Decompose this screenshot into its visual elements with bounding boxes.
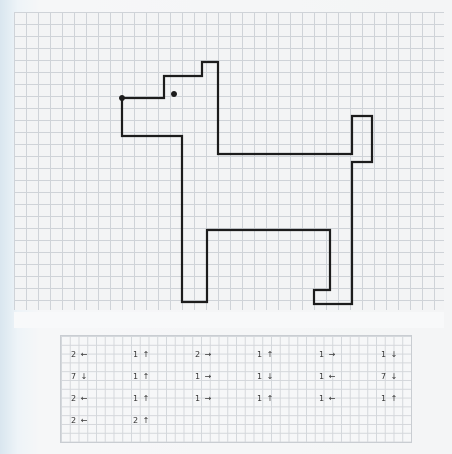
- start-dot: [119, 95, 125, 101]
- instruction-cell: 1 ↑: [133, 368, 195, 390]
- instruction-cell: [257, 412, 319, 434]
- dog-drawing: [14, 12, 444, 310]
- instruction-cell: 1 ↑: [381, 390, 443, 412]
- instruction-cell: [319, 412, 381, 434]
- instruction-cell: 2 ←: [71, 346, 133, 368]
- instruction-cell: [195, 412, 257, 434]
- instruction-cell: 1 ↑: [133, 390, 195, 412]
- instruction-cell: 2 ↑: [133, 412, 195, 434]
- instruction-cell: [381, 412, 443, 434]
- instruction-cell: 2 →: [195, 346, 257, 368]
- instruction-cell: 1 ↑: [257, 346, 319, 368]
- instruction-cell: 7 ↓: [381, 368, 443, 390]
- instruction-cell: 1 ←: [319, 390, 381, 412]
- graph-paper: [14, 12, 444, 310]
- instruction-cell: 7 ↓: [71, 368, 133, 390]
- instructions-table: 2 ← 1 ↑ 2 → 1 ↑ 1 → 1 ↓ 7 ↓ 1 ↑ 1 → 1 ↓ …: [71, 346, 411, 434]
- instruction-cell: 1 →: [195, 368, 257, 390]
- instruction-cell: 1 ↑: [257, 390, 319, 412]
- dog-outline: [122, 62, 372, 304]
- instruction-cell: 1 ↓: [381, 346, 443, 368]
- instruction-cell: 2 ←: [71, 412, 133, 434]
- instruction-cell: 1 →: [319, 346, 381, 368]
- instruction-cell: 1 ↓: [257, 368, 319, 390]
- dog-eye: [171, 91, 177, 97]
- instruction-cell: 1 ↑: [133, 346, 195, 368]
- instructions-box: 2 ← 1 ↑ 2 → 1 ↑ 1 → 1 ↓ 7 ↓ 1 ↑ 1 → 1 ↓ …: [60, 335, 412, 443]
- instruction-cell: 2 ←: [71, 390, 133, 412]
- instruction-cell: 1 ←: [319, 368, 381, 390]
- separator: [14, 312, 444, 328]
- instruction-cell: 1 →: [195, 390, 257, 412]
